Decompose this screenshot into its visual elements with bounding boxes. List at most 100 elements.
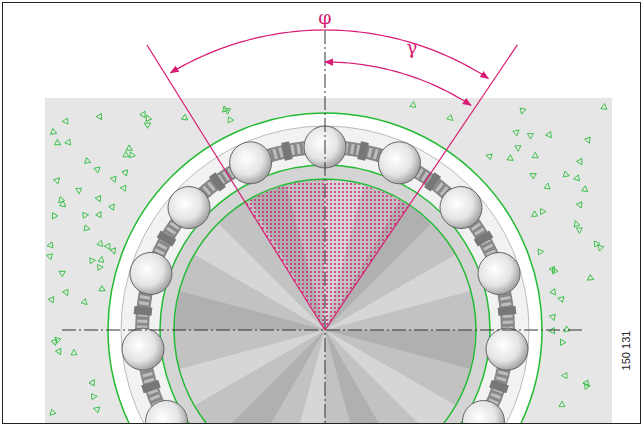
concrete-texture (181, 114, 189, 122)
concrete-texture (96, 210, 104, 218)
angle-symbol: φ (318, 8, 331, 27)
concrete-texture (96, 113, 104, 121)
concrete-texture (98, 256, 105, 263)
concrete-texture (84, 225, 91, 232)
concrete-texture (83, 212, 89, 219)
concrete-texture (582, 186, 590, 194)
concrete-texture (56, 197, 64, 205)
cage-bar (281, 141, 293, 160)
angle-arc (325, 62, 471, 105)
cage-bar (424, 172, 441, 191)
cage-bar (141, 380, 161, 393)
concrete-texture (48, 295, 56, 303)
concrete-texture (54, 176, 62, 184)
concrete-texture (573, 175, 579, 182)
concrete-texture (47, 242, 53, 249)
concrete-texture (104, 243, 110, 249)
concrete-texture (228, 117, 234, 123)
concrete-texture (540, 209, 546, 215)
concrete-texture (576, 202, 584, 209)
concrete-texture (563, 171, 570, 178)
concrete-texture (63, 289, 71, 296)
concrete-texture (594, 240, 600, 247)
concrete-texture (601, 103, 608, 109)
concrete-texture (586, 275, 594, 283)
cage-bar (357, 141, 369, 160)
ball (440, 187, 482, 229)
ball (230, 142, 272, 184)
ball (130, 252, 172, 294)
concrete-texture (577, 159, 585, 167)
ball (486, 328, 528, 370)
concrete-texture (596, 243, 604, 251)
concrete-texture (572, 220, 579, 227)
concrete-texture (549, 266, 557, 274)
concrete-texture (507, 155, 515, 163)
concrete-texture (144, 120, 152, 128)
concrete-texture (58, 269, 66, 277)
concrete-texture (89, 378, 97, 386)
concrete-texture (225, 109, 231, 115)
concrete-texture (71, 349, 77, 355)
concrete-texture (557, 295, 564, 302)
ball (146, 401, 188, 424)
shaft-shading (170, 330, 325, 410)
angle-line (325, 45, 517, 330)
concrete-texture (110, 248, 118, 255)
concrete-texture (48, 409, 56, 417)
concrete-texture (62, 118, 68, 124)
ball (378, 142, 420, 184)
concrete-texture (50, 213, 58, 221)
cage-bar (489, 380, 509, 393)
ball (168, 187, 210, 229)
concrete-texture (529, 171, 537, 179)
concrete-texture (530, 211, 538, 219)
concrete-texture (515, 146, 521, 152)
concrete-texture (47, 254, 54, 261)
concrete-texture (109, 202, 117, 210)
concrete-texture (85, 158, 92, 165)
angle-line (147, 45, 325, 330)
concrete-texture (53, 335, 61, 343)
figure-number: 150 131 (621, 330, 632, 370)
shaft-shading (325, 330, 405, 423)
concrete-texture (447, 115, 455, 123)
concrete-texture (527, 133, 533, 139)
concrete-texture (129, 152, 135, 159)
centre-line (62, 330, 582, 331)
concrete-texture (513, 128, 521, 136)
ball (462, 401, 504, 424)
concrete-texture (585, 137, 593, 144)
concrete-texture (55, 348, 63, 356)
cage-bar (134, 306, 153, 316)
concrete-texture (123, 151, 129, 157)
concrete-texture (91, 393, 97, 399)
cage-bar (474, 231, 494, 247)
concrete-texture (64, 139, 70, 146)
cage-bar (498, 306, 517, 316)
concrete-texture (549, 327, 557, 335)
angle-symbol: γ (407, 39, 418, 57)
load-zone (246, 180, 409, 330)
concrete-texture (584, 383, 590, 390)
concrete-texture (120, 185, 126, 192)
ball (478, 252, 520, 294)
concrete-texture (122, 170, 129, 177)
concrete-texture (94, 165, 102, 173)
concrete-texture (538, 248, 544, 254)
concrete-texture (532, 152, 538, 158)
concrete-texture (110, 176, 118, 183)
concrete-texture (559, 401, 565, 407)
concrete-texture (81, 299, 89, 307)
ball (122, 328, 164, 370)
cage-bar (209, 172, 226, 191)
centre-line (325, 30, 326, 423)
concrete-texture (55, 140, 63, 148)
concrete-texture (576, 228, 582, 234)
cage-bar (157, 231, 177, 247)
concrete-texture (546, 132, 554, 140)
concrete-texture (558, 338, 566, 346)
concrete-texture (550, 289, 558, 297)
angle-arc (170, 30, 488, 78)
